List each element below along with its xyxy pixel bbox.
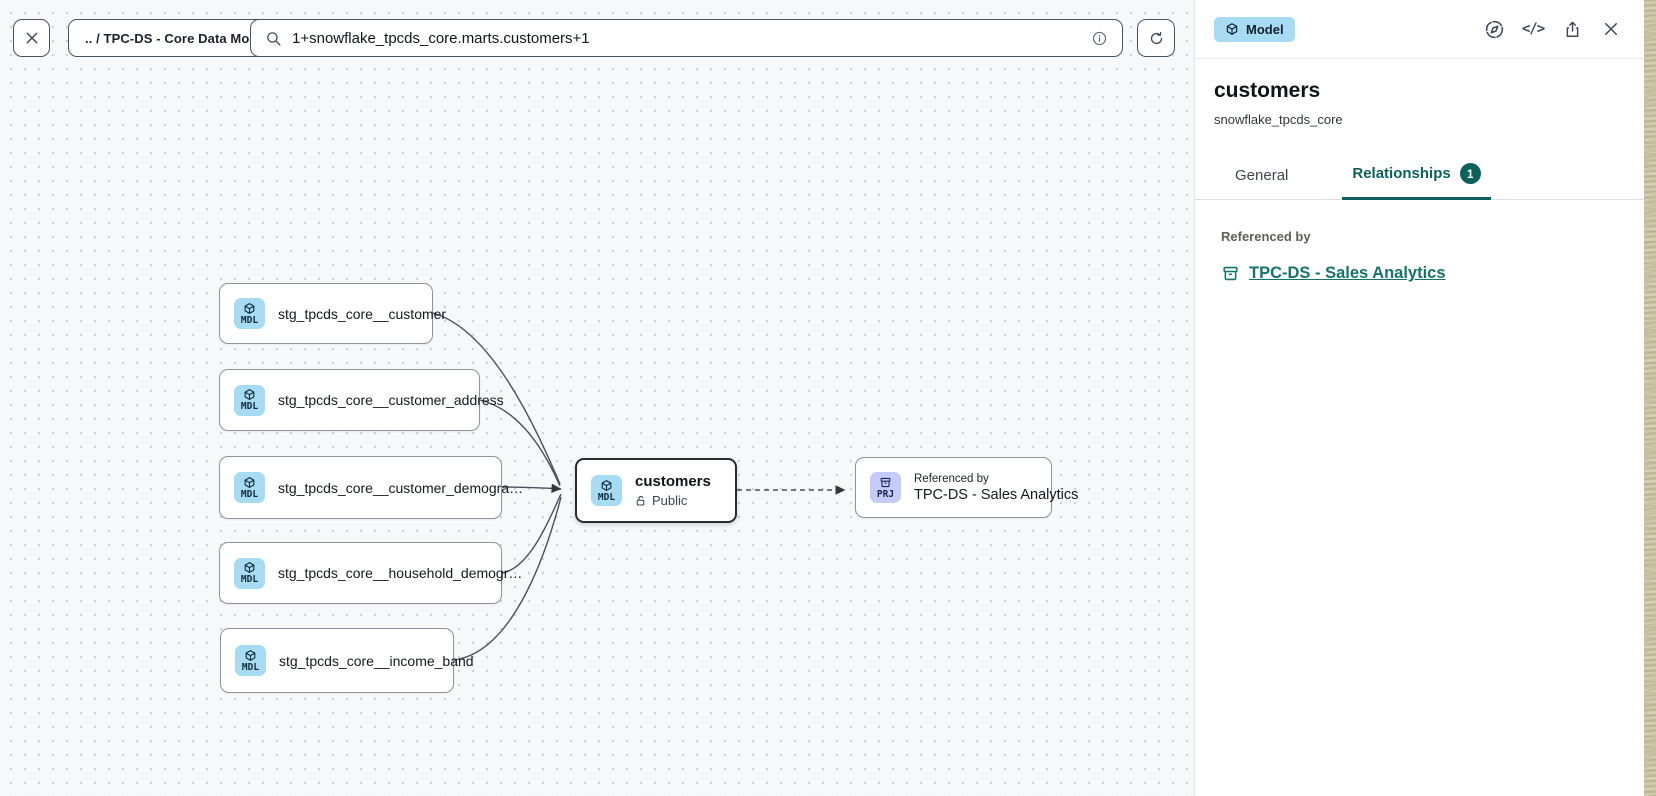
tab-general[interactable]: General (1225, 155, 1298, 200)
model-node-stg-customer-demographics[interactable]: MDL stg_tpcds_core__customer_demogra… (219, 456, 502, 519)
node-tag-label: MDL (241, 402, 258, 412)
search-input[interactable] (292, 30, 1081, 47)
page-title: customers (1214, 79, 1644, 103)
node-label: stg_tpcds_core__income_band (279, 653, 474, 669)
panel-actions: </> (1483, 18, 1622, 40)
node-body: Referenced by TPC-DS - Sales Analytics (914, 473, 1078, 503)
refresh-icon (1148, 30, 1165, 47)
model-node-customers-selected[interactable]: MDL customers Public (575, 458, 737, 523)
model-node-stg-income-band[interactable]: MDL stg_tpcds_core__income_band (220, 628, 454, 693)
node-kicker: Referenced by (914, 473, 1078, 485)
type-badge-label: Model (1246, 22, 1284, 37)
close-panel-button[interactable] (1600, 18, 1622, 40)
node-tag-label: MDL (241, 575, 258, 585)
explore-lineage-button[interactable] (1483, 18, 1505, 40)
compass-icon (1484, 19, 1505, 40)
model-badge-icon: MDL (234, 298, 265, 329)
model-node-stg-customer-address[interactable]: MDL stg_tpcds_core__customer_address (219, 369, 480, 431)
node-label: stg_tpcds_core__customer_address (278, 392, 504, 408)
breadcrumb-label: .. / TPC-DS - Core Data Models (85, 31, 276, 46)
info-icon[interactable] (1091, 30, 1108, 47)
view-code-button[interactable]: </> (1522, 18, 1544, 40)
panel-header: Model </> (1195, 0, 1644, 59)
panel-tabs: General Relationships 1 (1195, 151, 1644, 200)
share-button[interactable] (1561, 18, 1583, 40)
node-label: TPC-DS - Sales Analytics (914, 487, 1078, 503)
model-badge-icon: MDL (234, 472, 265, 503)
model-badge-icon: MDL (235, 645, 266, 676)
project-icon (1221, 264, 1240, 283)
project-node-referenced-by[interactable]: PRJ Referenced by TPC-DS - Sales Analyti… (855, 457, 1052, 518)
model-node-stg-household-demographics[interactable]: MDL stg_tpcds_core__household_demogr… (219, 542, 502, 604)
node-tag-label: MDL (241, 490, 258, 500)
desktop-edge-strip (1644, 0, 1656, 796)
lineage-edges (0, 0, 1194, 796)
detail-panel: Model </> customers snowflake_tpcds_core… (1194, 0, 1644, 796)
node-body: customers Public (635, 473, 711, 508)
reference-project-link[interactable]: TPC-DS - Sales Analytics (1249, 264, 1446, 283)
relationships-count-badge: 1 (1460, 163, 1481, 184)
tab-relationships[interactable]: Relationships 1 (1342, 151, 1490, 200)
schema-subtitle: snowflake_tpcds_core (1214, 112, 1644, 127)
model-badge-icon: MDL (591, 475, 622, 506)
project-badge-icon: PRJ (870, 472, 901, 503)
refresh-button[interactable] (1137, 19, 1175, 57)
code-icon: </> (1522, 21, 1544, 37)
model-type-badge: Model (1214, 17, 1295, 42)
close-icon (1602, 20, 1620, 38)
cube-icon (1225, 22, 1239, 36)
lineage-canvas[interactable]: MDL stg_tpcds_core__customer MDL stg_tpc… (0, 0, 1194, 796)
node-label: stg_tpcds_core__customer (278, 306, 446, 322)
search-icon (265, 30, 282, 47)
lineage-search[interactable] (250, 19, 1123, 57)
share-icon (1563, 20, 1582, 39)
node-visibility: Public (635, 493, 711, 508)
node-tag-label: PRJ (877, 490, 894, 500)
node-tag-label: MDL (598, 493, 615, 503)
close-icon (24, 30, 40, 46)
unlock-icon (635, 495, 647, 507)
model-node-stg-customer[interactable]: MDL stg_tpcds_core__customer (219, 283, 433, 344)
reference-link-row[interactable]: TPC-DS - Sales Analytics (1221, 264, 1644, 283)
referenced-by-section-label: Referenced by (1221, 229, 1644, 244)
node-label: stg_tpcds_core__customer_demogra… (278, 480, 523, 496)
node-tag-label: MDL (241, 316, 258, 326)
node-label: customers (635, 473, 711, 490)
close-lineage-button[interactable] (13, 19, 50, 57)
node-tag-label: MDL (242, 663, 259, 673)
model-badge-icon: MDL (234, 558, 265, 589)
node-label: stg_tpcds_core__household_demogr… (278, 565, 522, 581)
model-badge-icon: MDL (234, 385, 265, 416)
